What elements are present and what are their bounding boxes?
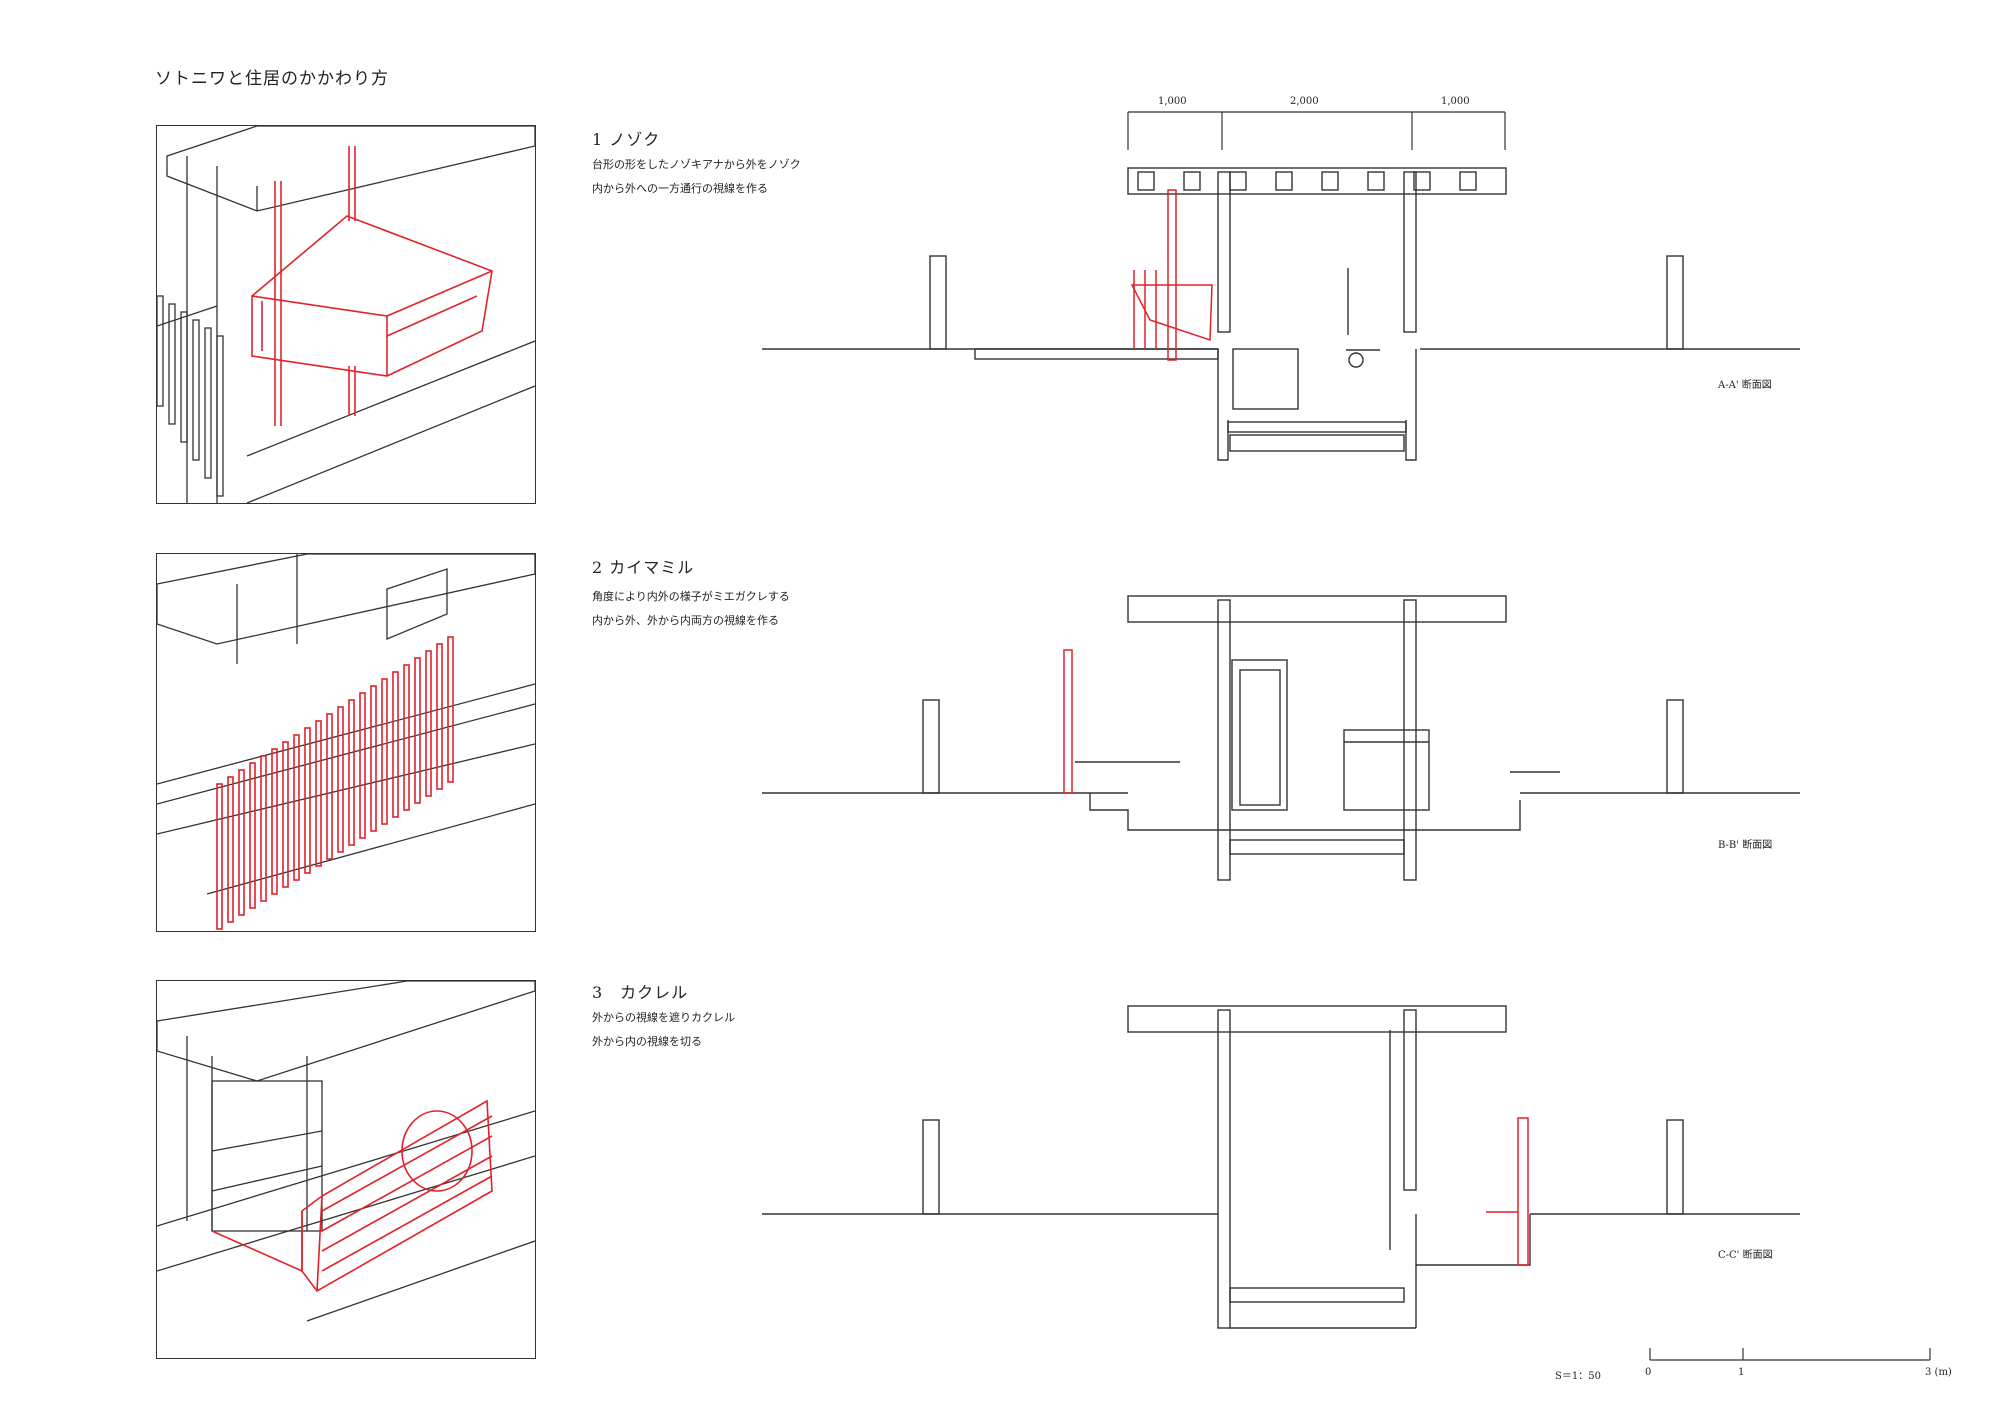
section-a-label: A-A' 断面図 [1718,380,1772,391]
page-title: ソトニワと住居のかかわり方 [155,69,389,89]
louver-slat [425,650,432,797]
louver-slat [260,755,267,902]
section-a-peep-box [1130,189,1213,361]
dimension-line [1127,111,1506,150]
louver-slat [249,762,256,909]
section-2-line-2: 内から外、外から内両方の視線を作る [592,614,779,627]
section-2-heading: 2 カイマミル [592,558,695,577]
louver-slat [370,685,377,832]
dimension-right: 1,000 [1441,96,1470,107]
louver-slat [447,636,454,783]
roof-joist [1459,171,1477,191]
louver-slat [436,643,443,790]
section-1-heading: 1 ノゾク [592,130,661,149]
scale-bar [1649,1348,1931,1361]
axonometric-drawing-2 [157,554,535,930]
louver-slat [293,734,300,881]
roof-joist [1183,171,1201,191]
roof-joist [1367,171,1385,191]
section-1-line-1: 台形の形をしたノゾキアナから外をノゾク [592,158,801,171]
axonometric-panel-2 [156,553,536,932]
section-a-drawing [762,167,1800,461]
roof-joist [1413,171,1431,191]
axonometric-panel-3 [156,980,536,1359]
louver-slat [227,776,234,923]
axonometric-panel-1 [156,125,536,504]
section-c-label: C-C' 断面図 [1718,1250,1773,1261]
louver-slat [359,692,366,839]
section-c-drawing [762,1005,1800,1329]
scale-tick-0: 0 [1645,1367,1652,1378]
dimension-left: 1,000 [1158,96,1187,107]
section-b-drawing [762,595,1800,881]
roof-joist [1275,171,1293,191]
roof-joist [1229,171,1247,191]
louver-slat [271,748,278,895]
scale-tick-1: 1 [1738,1367,1745,1378]
scale-tick-3: 3 (m) [1925,1367,1952,1378]
section-c-screen [1486,1117,1529,1266]
scale-label: S＝1：50 [1555,1371,1601,1382]
louver-slat [326,713,333,860]
louver-slat [348,699,355,846]
roof-joist [1137,171,1155,191]
axonometric-drawing-1 [157,126,535,503]
louver-slat [282,741,289,888]
section-b-louver [1063,649,1073,794]
section-2-line-1: 角度により内外の様子がミエガクレする [592,590,790,603]
louver-slat [238,769,245,916]
louver-slat [403,664,410,811]
louver-slat [216,783,223,930]
louver-slat [381,678,388,825]
section-3-line-1: 外からの視線を遮りカクレル [592,1011,735,1024]
section-b-label: B-B' 断面図 [1718,840,1773,851]
section-1-line-2: 内から外への一方通行の視線を作る [592,182,768,195]
axonometric-drawing-3 [157,981,535,1322]
louver-slat [414,657,421,804]
louver-slat [315,720,322,867]
section-3-heading: 3 カクレル [592,983,689,1002]
louver-slat [392,671,399,818]
roof-joist [1321,171,1339,191]
louver-slat [337,706,344,853]
dimension-center: 2,000 [1290,96,1319,107]
louver-slat [304,727,311,874]
section-3-line-2: 外から内の視線を切る [592,1035,702,1048]
